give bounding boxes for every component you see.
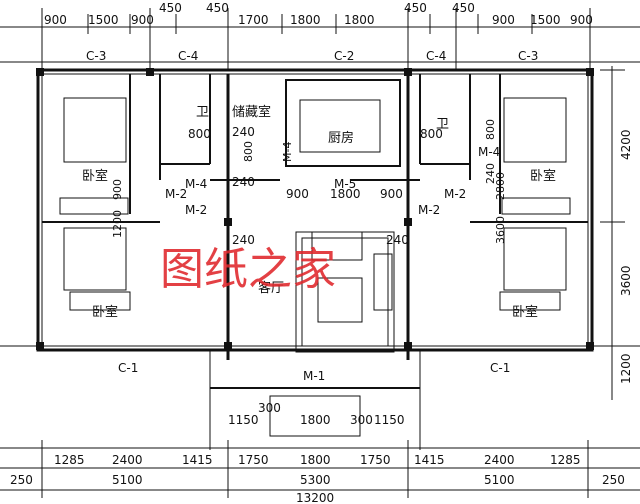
- bottom-dim-250-right: 250: [602, 473, 625, 487]
- top-dim-3: 900: [131, 13, 154, 27]
- door-m2-c: M-2: [418, 203, 440, 217]
- bottom-dim-4: 1750: [238, 453, 269, 467]
- dim-900-vertical: 900: [111, 179, 124, 200]
- bottom-dim-250-left: 250: [10, 473, 33, 487]
- bottom-dim-2: 2400: [112, 453, 143, 467]
- dim-800-b: 800: [420, 127, 443, 141]
- bottom-dim-5300: 5300: [300, 473, 331, 487]
- door-m4-c: M-4: [281, 142, 294, 162]
- room-bedroom-bottom-left: 卧室: [92, 304, 118, 320]
- top-dim-10: 450: [452, 1, 475, 15]
- entry-dim-300-right: 300: [350, 413, 373, 427]
- dim-3600-inner: 3600: [494, 216, 507, 244]
- room-bath-right: 卫: [436, 117, 449, 132]
- room-kitchen: 厨房: [328, 130, 354, 146]
- bottom-dim-5100-left: 5100: [112, 473, 143, 487]
- window-c2: C-2: [334, 49, 354, 63]
- watermark-text: 图纸之家: [160, 244, 336, 295]
- top-dim-13: 900: [570, 13, 593, 27]
- room-living: 客厅: [258, 280, 284, 296]
- room-bedroom-bottom-right: 卧室: [512, 304, 538, 320]
- entry-dim-1800: 1800: [300, 413, 331, 427]
- right-dim-4200: 4200: [619, 129, 633, 160]
- top-dim-7: 1800: [290, 13, 321, 27]
- door-m2-b: M-2: [185, 203, 207, 217]
- door-m5: M-5: [334, 177, 356, 191]
- bottom-dim-9: 1285: [550, 453, 581, 467]
- top-dim-2: 1500: [88, 13, 119, 27]
- window-c4-left: C-4: [178, 49, 198, 63]
- dim-1800: 1800: [330, 187, 361, 201]
- door-m4-b: M-4: [478, 145, 500, 159]
- dim-240-e: 240: [484, 163, 497, 184]
- top-dim-6: 1700: [238, 13, 269, 27]
- window-c1-right: C-1: [490, 361, 510, 375]
- door-m1: M-1: [303, 369, 325, 383]
- dim-1200: 1200: [111, 210, 124, 238]
- bottom-dim-8: 2400: [484, 453, 515, 467]
- dim-800-a: 800: [188, 127, 211, 141]
- bottom-dim-6: 1750: [360, 453, 391, 467]
- dim-240-a: 240: [232, 125, 255, 139]
- room-storage: 储藏室: [232, 104, 271, 120]
- right-dim-3600: 3600: [619, 265, 633, 296]
- top-dim-8: 1800: [344, 13, 375, 27]
- room-bedroom-top-left: 卧室: [82, 168, 108, 184]
- window-c3-right: C-3: [518, 49, 538, 63]
- top-dim-5: 450: [206, 1, 229, 15]
- dim-900-a: 900: [286, 187, 309, 201]
- window-c1-left: C-1: [118, 361, 138, 375]
- door-m4-a: M-4: [185, 177, 207, 191]
- top-dim-1: 900: [44, 13, 67, 27]
- top-dim-9: 450: [404, 1, 427, 15]
- entry-dim-300-left: 300: [258, 401, 281, 415]
- dim-240-b: 240: [232, 175, 255, 189]
- room-bedroom-top-right: 卧室: [530, 168, 556, 184]
- top-dim-4: 450: [159, 1, 182, 15]
- window-c3-left: C-3: [86, 49, 106, 63]
- door-m2-d: M-2: [444, 187, 466, 201]
- bottom-dim-1: 1285: [54, 453, 85, 467]
- door-m2-a: M-2: [165, 187, 187, 201]
- bottom-total-dim: 13200: [296, 491, 334, 504]
- dim-800-c: 800: [242, 141, 255, 162]
- top-dim-11: 900: [492, 13, 515, 27]
- dim-800-d: 800: [484, 119, 497, 140]
- window-c4-right: C-4: [426, 49, 446, 63]
- dim-240-c: 240: [232, 233, 255, 247]
- entry-dim-1150-left: 1150: [228, 413, 259, 427]
- dim-240-d: 240: [386, 233, 409, 247]
- right-dim-1200: 1200: [619, 353, 633, 384]
- bottom-dim-7: 1415: [414, 453, 445, 467]
- bottom-dim-5100-right: 5100: [484, 473, 515, 487]
- bottom-dim-5: 1800: [300, 453, 331, 467]
- dim-900-b: 900: [380, 187, 403, 201]
- top-dim-12: 1500: [530, 13, 561, 27]
- bottom-dim-3: 1415: [182, 453, 213, 467]
- dim-2800: 2800: [494, 172, 507, 200]
- room-bath-left: 卫: [196, 105, 209, 120]
- entry-dim-1150-right: 1150: [374, 413, 405, 427]
